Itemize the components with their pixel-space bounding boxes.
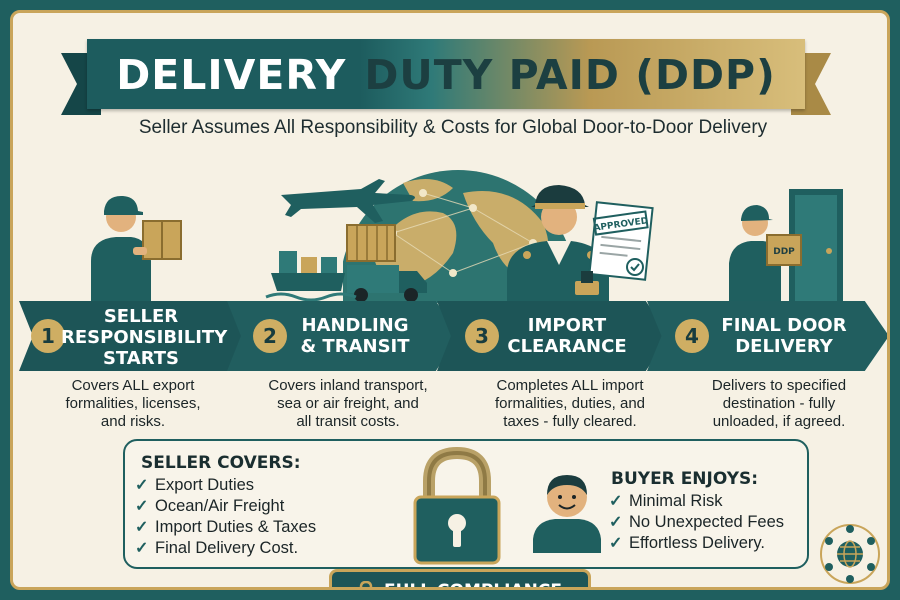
step-4-title-line: DELIVERY bbox=[735, 336, 833, 357]
list-item: ✓ Ocean/Air Freight bbox=[135, 496, 316, 517]
checkmark-icon: ✓ bbox=[135, 477, 149, 494]
step-4-desc-line: Delivers to specified bbox=[711, 377, 847, 394]
padlock-icon bbox=[413, 446, 501, 565]
list-item-label: Export Duties bbox=[155, 476, 255, 494]
step-3-title: IMPORT CLEARANCE bbox=[497, 315, 637, 357]
list-item-label: Effortless Delivery. bbox=[629, 534, 766, 552]
step-4-title: FINAL DOOR DELIVERY bbox=[709, 315, 859, 357]
step-3-number: 3 bbox=[465, 319, 499, 353]
step-2-desc-line: Covers inland transport, bbox=[268, 377, 428, 394]
checkmark-icon: ✓ bbox=[135, 540, 149, 557]
step-3-desc-line: Completes ALL import bbox=[496, 377, 644, 394]
step-1-title-line: SELLER bbox=[103, 306, 179, 327]
step-1-title-line: RESPONSIBILITY bbox=[61, 327, 228, 348]
ddp-box-label: DDP bbox=[773, 247, 795, 257]
title-banner bbox=[87, 39, 805, 109]
step-1-desc-line: formalities, licenses, bbox=[65, 395, 201, 412]
buyer-enjoys-list: ✓ Minimal Risk ✓ No Unexpected Fees ✓ Effor… bbox=[609, 491, 784, 554]
list-item: ✓ No Unexpected Fees bbox=[609, 512, 784, 533]
step-4-number: 4 bbox=[675, 319, 709, 353]
checkmark-icon: ✓ bbox=[609, 535, 623, 552]
customs-officer-illustration: APPROVED bbox=[507, 185, 654, 305]
list-item: ✓ Import Duties & Taxes bbox=[135, 517, 316, 538]
step-2-title-line: HANDLING bbox=[301, 315, 409, 336]
step-3-title-line: CLEARANCE bbox=[507, 336, 627, 357]
list-item: ✓ Effortless Delivery. bbox=[609, 533, 784, 554]
buyer-enjoys-title: BUYER ENJOYS: bbox=[611, 469, 759, 489]
checkmark-icon: ✓ bbox=[135, 498, 149, 515]
subtitle: Seller Assumes All Responsibility & Cost… bbox=[138, 117, 768, 138]
buyer-avatar bbox=[533, 475, 601, 553]
checkmark-icon: ✓ bbox=[609, 493, 623, 510]
infographic-frame: DELIVERY DUTY PAID (DDP) Seller Assumes … bbox=[10, 10, 890, 590]
full-compliance-label: FULL COMPLIANCE bbox=[384, 581, 562, 588]
step-3-title-line: IMPORT bbox=[527, 315, 607, 336]
step-3-desc-line: formalities, duties, and bbox=[494, 395, 646, 412]
door-delivery-illustration: DDP bbox=[729, 189, 843, 303]
step-3-desc-line: taxes - fully cleared. bbox=[503, 413, 637, 430]
step-1-description: Covers ALL export formalities, licenses,… bbox=[33, 377, 233, 431]
step-1-title-line: STARTS bbox=[102, 348, 180, 369]
step-1-desc-line: and risks. bbox=[100, 413, 166, 430]
step-2-number: 2 bbox=[253, 319, 287, 353]
step-3-description: Completes ALL import formalities, duties… bbox=[465, 377, 675, 431]
full-compliance-badge: FULL COMPLIANCE bbox=[329, 569, 591, 588]
list-item: ✓ Export Duties bbox=[135, 475, 316, 496]
step-4-desc-line: destination - fully bbox=[722, 395, 836, 412]
step-4-title-line: FINAL DOOR bbox=[721, 315, 847, 336]
step-2-title: HANDLING & TRANSIT bbox=[285, 315, 425, 357]
step-2-title-line: & TRANSIT bbox=[300, 336, 410, 357]
list-item-label: No Unexpected Fees bbox=[629, 513, 785, 531]
step-1-desc-line: Covers ALL export bbox=[71, 377, 195, 394]
step-2-desc-line: all transit costs. bbox=[296, 413, 400, 430]
title-part-1: DELIVERY bbox=[116, 51, 347, 99]
list-item: ✓ Final Delivery Cost. bbox=[135, 538, 316, 559]
step-2-description: Covers inland transport, sea or air frei… bbox=[243, 377, 453, 431]
transit-illustration bbox=[265, 179, 427, 302]
list-item: ✓ Minimal Risk bbox=[609, 491, 784, 512]
step-4-desc-line: unloaded, if agreed. bbox=[712, 413, 846, 430]
list-item-label: Import Duties & Taxes bbox=[155, 518, 317, 536]
step-2-desc-line: sea or air freight, and bbox=[277, 395, 419, 412]
seller-covers-list: ✓ Export Duties ✓ Ocean/Air Freight ✓ Impor… bbox=[135, 475, 316, 559]
list-item-label: Final Delivery Cost. bbox=[155, 539, 299, 557]
seller-worker-illustration bbox=[91, 195, 182, 303]
title-part-2: DUTY PAID (DDP) bbox=[364, 51, 776, 99]
step-4-description: Delivers to specified destination - full… bbox=[679, 377, 879, 431]
list-item-label: Ocean/Air Freight bbox=[155, 497, 285, 515]
step-1-title: SELLER RESPONSIBILITY STARTS bbox=[61, 306, 228, 369]
seller-covers-title: SELLER COVERS: bbox=[141, 453, 301, 473]
globe-network-icon bbox=[820, 524, 880, 584]
checkmark-icon: ✓ bbox=[609, 514, 623, 531]
checkmark-icon: ✓ bbox=[135, 519, 149, 536]
step-1-number: 1 bbox=[31, 319, 65, 353]
lock-icon bbox=[359, 580, 373, 587]
page-title: DELIVERY DUTY PAID (DDP) bbox=[87, 43, 805, 107]
list-item-label: Minimal Risk bbox=[629, 492, 723, 510]
